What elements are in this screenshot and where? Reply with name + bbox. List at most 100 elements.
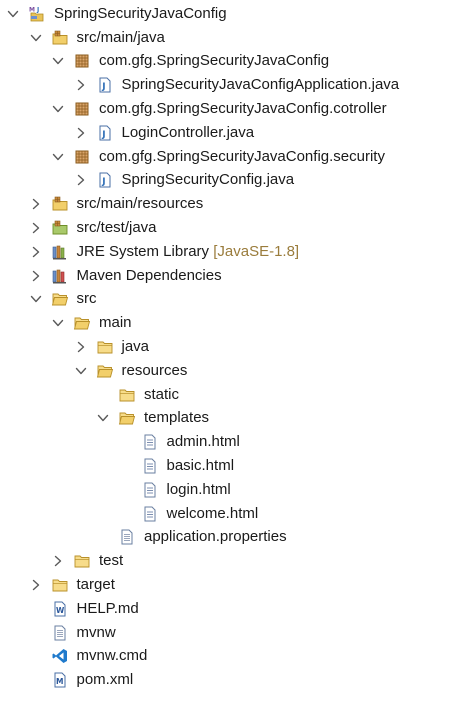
source-folder-icon (51, 195, 69, 213)
chevron-right-icon[interactable] (74, 78, 88, 92)
tree-item-text: com.gfg.SpringSecurityJavaConfig.securit… (99, 147, 385, 165)
tree-item[interactable]: src/main/java (0, 26, 456, 50)
tree-item[interactable]: com.gfg.SpringSecurityJavaConfig.cotroll… (0, 97, 456, 121)
tree-item-label: application.properties (144, 528, 287, 546)
tree-item-text: static (144, 385, 180, 403)
folder-icon (118, 386, 136, 404)
tree-item-text: JRE System Library (76, 242, 210, 260)
chevron-down-icon[interactable] (6, 7, 20, 21)
svg-text:M: M (29, 6, 35, 13)
tree-item[interactable]: mvnw (0, 621, 456, 645)
html-file-icon (141, 481, 159, 499)
tree-item-label: java (122, 338, 150, 356)
chevron-right-icon[interactable] (74, 340, 88, 354)
chevron-right-icon[interactable] (51, 554, 65, 568)
tree-item[interactable]: com.gfg.SpringSecurityJavaConfig.securit… (0, 145, 456, 169)
tree-item-text: application.properties (144, 528, 287, 546)
svg-text:J: J (101, 130, 105, 140)
tree-item-label: resources (122, 362, 188, 380)
tree-item-text: main (99, 314, 132, 332)
word-file-icon: W (51, 600, 69, 618)
tree-item[interactable]: test (0, 549, 456, 573)
tree-item-text: src/main/resources (76, 195, 204, 213)
tree-item[interactable]: static (0, 383, 456, 407)
folder-icon (73, 552, 91, 570)
folder-open-icon (118, 409, 136, 427)
java-file-icon: J (96, 124, 114, 142)
tree-item[interactable]: src (0, 288, 456, 312)
chevron-down-icon[interactable] (74, 364, 88, 378)
tree-item-label: welcome.html (167, 505, 259, 523)
package-icon (73, 52, 91, 70)
tree-item[interactable]: J SpringSecurityConfig.java (0, 169, 456, 193)
tree-item-text: resources (121, 361, 188, 379)
tree-item[interactable]: templates (0, 407, 456, 431)
tree-item[interactable]: application.properties (0, 526, 456, 550)
chevron-down-icon[interactable] (51, 102, 65, 116)
tree-item[interactable]: src/main/resources (0, 192, 456, 216)
svg-text:W: W (56, 606, 65, 615)
tree-item-text: welcome.html (166, 504, 259, 522)
tree-item-label: src/main/resources (77, 195, 204, 213)
tree-item[interactable]: M pom.xml (0, 668, 456, 692)
tree-item[interactable]: resources (0, 359, 456, 383)
tree-item[interactable]: J SpringSecurityJavaConfigApplication.ja… (0, 73, 456, 97)
chevron-right-icon[interactable] (29, 197, 43, 211)
chevron-right-icon[interactable] (29, 221, 43, 235)
tree-item-label: src (77, 290, 97, 308)
tree-item-label: src/test/java (77, 219, 157, 237)
tree-item-text: test (99, 552, 124, 570)
tree-item[interactable]: main (0, 311, 456, 335)
tree-item-text: SpringSecurityJavaConfigApplication.java (121, 76, 400, 94)
chevron-down-icon[interactable] (29, 292, 43, 306)
tree-item[interactable]: Maven Dependencies (0, 264, 456, 288)
tree-item-label: JRE System Library [JavaSE-1.8] (77, 243, 300, 261)
tree-item[interactable]: JRE System Library [JavaSE-1.8] (0, 240, 456, 264)
tree-item[interactable]: basic.html (0, 454, 456, 478)
tree-item[interactable]: com.gfg.SpringSecurityJavaConfig (0, 50, 456, 74)
tree-item-label: test (99, 552, 123, 570)
tree-item-label: LoginController.java (122, 124, 255, 142)
tree-item-text: com.gfg.SpringSecurityJavaConfig (99, 52, 330, 70)
tree-item-label: SpringSecurityJavaConfigApplication.java (122, 76, 400, 94)
tree-item[interactable]: welcome.html (0, 502, 456, 526)
tree-item-label: admin.html (167, 433, 240, 451)
svg-text:J: J (101, 177, 105, 187)
tree-item[interactable]: admin.html (0, 430, 456, 454)
chevron-down-icon[interactable] (29, 31, 43, 45)
tree-item[interactable]: W HELP.md (0, 597, 456, 621)
tree-item-label: src/main/java (77, 29, 165, 47)
tree-item[interactable]: src/test/java (0, 216, 456, 240)
project-explorer-tree: M J SpringSecurityJavaConfig src/main/ja… (0, 2, 456, 692)
chevron-down-icon[interactable] (51, 316, 65, 330)
folder-open-icon (96, 362, 114, 380)
tree-item-label: com.gfg.SpringSecurityJavaConfig.securit… (99, 148, 385, 166)
tree-item-label: basic.html (167, 457, 235, 475)
chevron-right-icon[interactable] (29, 269, 43, 283)
html-file-icon (141, 457, 159, 475)
text-file-icon (51, 624, 69, 642)
tree-item[interactable]: mvnw.cmd (0, 645, 456, 669)
tree-item-label: static (144, 386, 179, 404)
chevron-right-icon[interactable] (74, 126, 88, 140)
tree-item-text: login.html (166, 480, 231, 498)
chevron-right-icon[interactable] (29, 245, 43, 259)
tree-item[interactable]: M J SpringSecurityJavaConfig (0, 2, 456, 26)
tree-item[interactable]: J LoginController.java (0, 121, 456, 145)
tree-item[interactable]: java (0, 335, 456, 359)
tree-item-text: Maven Dependencies (76, 266, 222, 284)
tree-item-text: target (76, 576, 115, 594)
maven-project-icon: M J (28, 5, 46, 23)
folder-icon (51, 576, 69, 594)
tree-item[interactable]: target (0, 573, 456, 597)
chevron-down-icon[interactable] (96, 411, 110, 425)
tree-item[interactable]: login.html (0, 478, 456, 502)
tree-item-text: admin.html (166, 433, 240, 451)
package-icon (73, 100, 91, 118)
tree-item-text: pom.xml (76, 671, 134, 689)
chevron-down-icon[interactable] (51, 54, 65, 68)
chevron-down-icon[interactable] (51, 150, 65, 164)
chevron-right-icon[interactable] (29, 578, 43, 592)
source-folder-icon (51, 29, 69, 47)
chevron-right-icon[interactable] (74, 173, 88, 187)
